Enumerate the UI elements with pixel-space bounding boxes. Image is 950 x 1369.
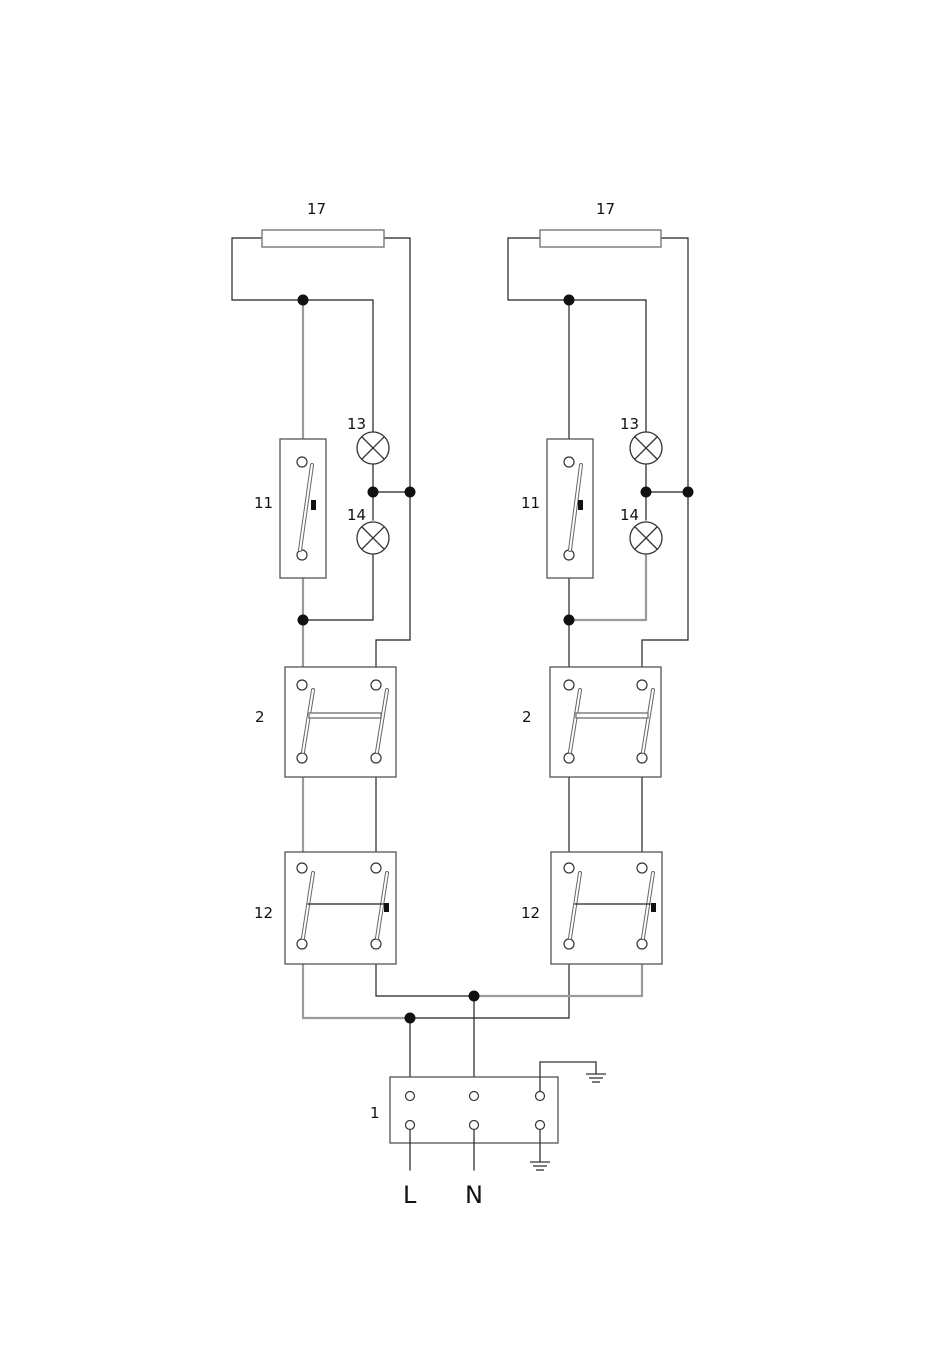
right-node-mid <box>564 615 575 626</box>
right-thermostat-knob <box>578 500 583 510</box>
right-lamp-14-label: 14 <box>620 506 639 524</box>
right-double-switch-link <box>576 713 648 718</box>
left-lamp-14-label: 14 <box>347 506 366 524</box>
line-label: L <box>403 1181 417 1209</box>
line-junction-node <box>405 1013 416 1024</box>
left-heater-label: 17 <box>307 200 326 218</box>
terminal-block-label: 1 <box>370 1104 380 1122</box>
left-node-top <box>298 295 309 306</box>
right-thermostat-label: 11 <box>521 494 540 512</box>
supply-section: 1 L N <box>370 991 606 1210</box>
right-lamp-14 <box>630 522 662 554</box>
right-lamp-13-label: 13 <box>620 415 639 433</box>
right-lamp-13 <box>630 432 662 464</box>
left-lamp-13-label: 13 <box>347 415 366 433</box>
right-node-lamps <box>641 487 652 498</box>
left-double-switch-link <box>309 713 381 718</box>
right-node-return <box>683 487 694 498</box>
right-node-top <box>564 295 575 306</box>
left-heater-element <box>262 230 384 247</box>
left-node-lamps <box>368 487 379 498</box>
left-double-switch-label: 2 <box>255 708 265 726</box>
right-heater-element <box>540 230 661 247</box>
left-node-mid <box>298 615 309 626</box>
right-heater-label: 17 <box>596 200 615 218</box>
left-node-return <box>405 487 416 498</box>
left-circuit: 17 13 14 11 2 <box>232 200 474 1018</box>
left-selector-switch-label: 12 <box>254 904 273 922</box>
right-selector-switch-label: 12 <box>521 904 540 922</box>
left-thermostat-knob <box>311 500 316 510</box>
left-lamp-14 <box>357 522 389 554</box>
right-double-switch-label: 2 <box>522 708 532 726</box>
left-lamp-13 <box>357 432 389 464</box>
left-thermostat-label: 11 <box>254 494 273 512</box>
neutral-label: N <box>465 1181 483 1209</box>
right-circuit: 17 13 14 11 2 <box>410 200 694 1018</box>
neutral-junction-node <box>469 991 480 1002</box>
